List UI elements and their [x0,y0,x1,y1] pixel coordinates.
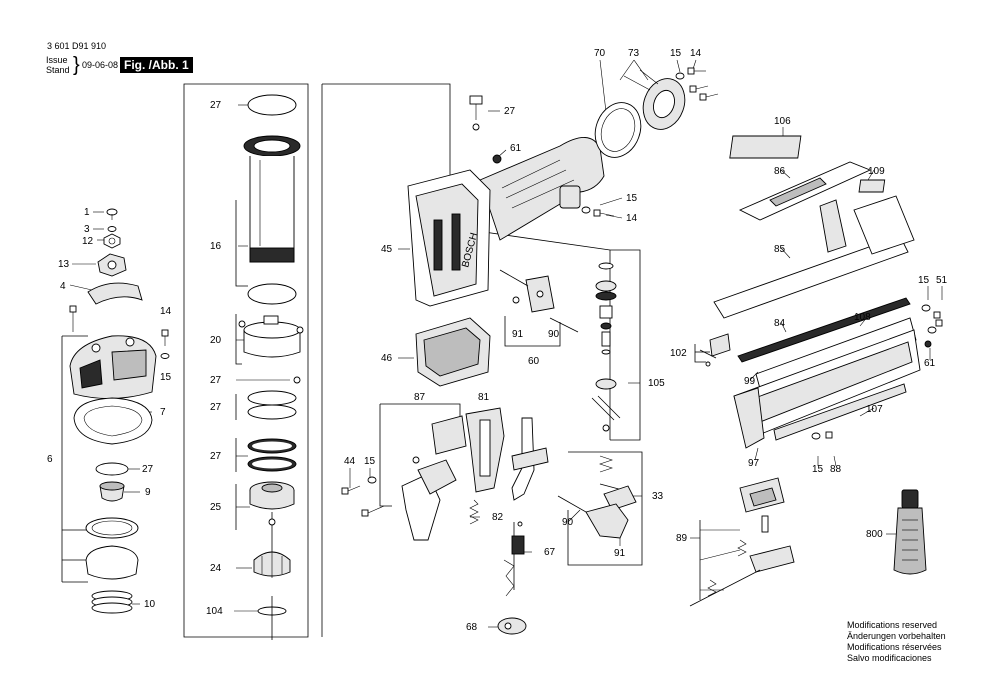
pusher-assembly [689,477,795,607]
magazine-rail-icon [699,135,943,449]
issue-label: Issue [46,55,68,65]
callout-label: 85 [774,244,786,255]
trigger-assembly [341,407,549,635]
note-line: Modifications réservées [847,642,942,652]
nailer-housing-icon: BOSCH [407,95,605,387]
callout-label: 46 [381,353,393,364]
callout-label: 87 [414,392,426,403]
callout-label: 105 [648,378,665,389]
note-line: Salvo modificaciones [847,653,932,663]
rear-cap-assembly [581,67,719,217]
contact-trip-assembly [557,455,637,539]
callout-label: 81 [478,392,490,403]
callout-label: 108 [854,312,871,323]
callout-label: 27 [210,100,222,111]
callout-label: 89 [676,533,688,544]
callout-label: 90 [548,329,560,340]
callout-label: 14 [160,306,172,317]
callout-label: 6 [47,454,53,465]
callout-label: 97 [748,458,760,469]
stand-label: Stand [46,65,70,75]
callout-label: 51 [936,275,948,286]
callout-label: 800 [866,529,883,540]
callout-label: 12 [82,236,94,247]
callout-label: 60 [528,356,540,367]
cylinder-column [238,94,304,640]
callout-label: 15 [670,48,682,59]
callout-label: 84 [774,318,786,329]
callout-label: 3 [84,224,90,235]
callout-label: 82 [492,512,504,523]
callout-label: 102 [670,348,687,359]
document-number: 3 601 D91 910 [47,41,107,51]
note-line: Modifications reserved [847,620,938,630]
callout-label: 4 [60,281,66,292]
callout-label: 90 [562,517,574,528]
callout-label: 27 [504,106,516,117]
callout-label: 106 [774,116,791,127]
callout-label: 91 [512,329,524,340]
note-line: Änderungen vorbehalten [847,631,946,641]
callout-label: 15 [918,275,930,286]
callout-label: 1 [84,207,90,218]
callout-labels: 1 3 12 13 4 14 15 6 7 27 9 10 27 16 20 2… [47,48,948,633]
callout-label: 7 [160,407,166,418]
callout-label: 109 [868,166,885,177]
issue-date: 09-06-08 [82,60,119,70]
callout-label: 68 [466,622,478,633]
grease-tube-icon [893,489,927,575]
callout-label: 25 [210,502,222,513]
callout-label: 15 [160,372,172,383]
callout-label: 27 [210,402,222,413]
cap-assembly [69,208,170,614]
callout-label: 88 [830,464,842,475]
callout-label: 9 [145,487,151,498]
callout-label: 14 [626,213,638,224]
modification-notes: Modifications reserved Änderungen vorbeh… [847,620,946,664]
valve-column [591,262,621,432]
callout-label: 44 [344,456,356,467]
callout-label: 27 [210,451,222,462]
callout-label: 91 [614,548,626,559]
assembly-brackets [61,83,710,638]
callout-label: 107 [866,404,883,415]
callout-label: 86 [774,166,786,177]
callout-label: 15 [626,193,638,204]
callout-label: 14 [690,48,702,59]
callout-label: 16 [210,241,222,252]
callout-label: 27 [210,375,222,386]
callout-label: 13 [58,259,70,270]
callout-label: 73 [628,48,640,59]
callout-label: 104 [206,606,223,617]
figure-label: Fig. /Abb. 1 [120,57,193,73]
callout-label: 61 [510,143,522,154]
latch-assembly [499,269,579,333]
callout-label: 24 [210,563,222,574]
callout-label: 20 [210,335,222,346]
callout-label: 27 [142,464,154,475]
callout-label: 61 [924,358,936,369]
callout-label: 70 [594,48,606,59]
callout-label: 10 [144,599,156,610]
callout-label: 33 [652,491,664,502]
header-brace: } [73,54,80,76]
callout-label: 45 [381,244,393,255]
callout-label: 15 [364,456,376,467]
callout-label: 99 [744,376,756,387]
leader-lines [69,59,943,628]
callout-label: 15 [812,464,824,475]
callout-label: 67 [544,547,556,558]
